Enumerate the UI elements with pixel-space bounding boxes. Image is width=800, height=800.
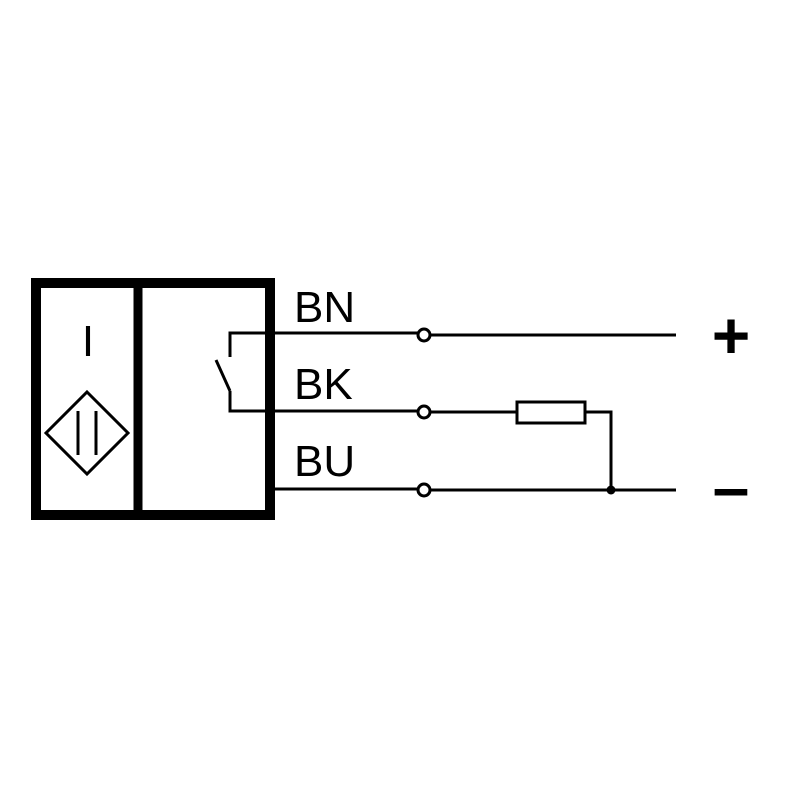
wire-label-bk: BK: [294, 360, 353, 409]
wire-load-to-negative: [585, 410, 613, 490]
wire-label-bu: BU: [294, 437, 355, 486]
sensor-housing: [31, 278, 275, 520]
sensor-housing-outline: [31, 278, 275, 520]
terminal-bn: [416, 327, 432, 343]
output-switch-icon: [214, 331, 272, 413]
wire-bu: [272, 482, 676, 498]
wire-bk: [272, 400, 616, 495]
wire-bn: [272, 327, 676, 343]
switch-upper-lead: [228, 331, 272, 357]
sensor-type-letter: I: [82, 317, 94, 366]
load-resistor-icon: [515, 400, 587, 425]
sensor-diamond: [43, 389, 131, 477]
terminal-bk: [416, 404, 432, 420]
wire-label-bn: BN: [294, 283, 355, 332]
inductive-sensor-icon: [43, 389, 131, 477]
switch-lower-lead: [228, 391, 272, 413]
switch-blade: [214, 359, 232, 392]
positive-symbol: +: [712, 298, 751, 372]
terminal-bu: [416, 482, 432, 498]
negative-symbol: –: [713, 450, 750, 524]
